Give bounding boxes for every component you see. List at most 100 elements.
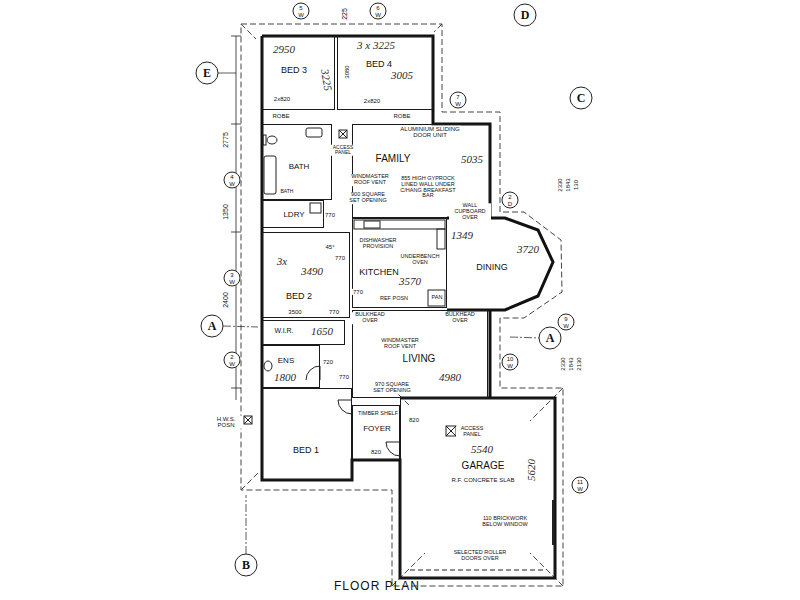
pantry: [428, 290, 445, 306]
dimension-text: ROBE: [271, 113, 290, 119]
note-text: 855 HIGH GYPROCK LINED WALL UNDER C/HANG…: [396, 176, 460, 199]
wall-bubble-text: W: [562, 322, 570, 328]
room-area: BED 1: [262, 388, 352, 480]
wall-bubble-text: W: [576, 485, 584, 491]
note-text: WINDMASTER ROOF VENT: [377, 338, 423, 350]
room-name: BED 2: [285, 292, 313, 301]
note-text: WINDMASTER ROOF VENT: [347, 174, 393, 186]
kitchen-bench: [354, 220, 445, 229]
bay-wall: [447, 218, 553, 310]
roof-outline: [241, 24, 563, 586]
section-line: [223, 326, 539, 338]
wall-bubble: [450, 92, 466, 108]
handwritten-dimension: 3x: [276, 256, 288, 268]
note-text: ACCESS PANEL: [456, 426, 488, 438]
dimension-text: 45°: [324, 244, 335, 250]
dimension-text: 2400: [222, 291, 229, 309]
handwritten-dimension: 1650: [310, 326, 334, 338]
note-text: 110 BRICKWORK BELOW WINDOW: [479, 516, 531, 528]
hip-line: [241, 24, 563, 586]
dimension-text: 3080: [344, 64, 350, 79]
wall-bubble-text: 7: [455, 93, 460, 99]
basin: [306, 128, 322, 137]
dimension-text: 130: [573, 179, 579, 191]
wall-bubble: [224, 172, 240, 188]
grid-bubble-letter: E: [202, 67, 212, 80]
handwritten-dimension: 1800: [273, 372, 297, 384]
dimension-text: 1843: [568, 356, 574, 371]
toilet: [267, 136, 277, 144]
wall-bubble-text: W: [228, 360, 236, 366]
grid-bubble-letter: C: [576, 92, 587, 105]
laundry-tub: [310, 203, 321, 213]
dimension-text: 2x820: [273, 96, 291, 102]
room-name: W.I.R.: [273, 327, 294, 334]
dimension-text: 2130: [576, 356, 582, 371]
plan-caption: FLOOR PLAN: [334, 579, 420, 593]
note-text: BULKHEAD OVER: [352, 312, 388, 324]
wall-bubble-text: 11: [576, 478, 584, 484]
room-area: BATH: [262, 124, 332, 200]
grid-bubbles: [196, 3, 592, 576]
kitchen-bench: [437, 229, 445, 249]
room-name: BED 1: [292, 446, 320, 455]
wall-bubble-text: W: [506, 362, 514, 368]
door-swing: [386, 442, 400, 456]
wall-bubble-text: W: [228, 180, 236, 186]
handwritten-dimension: 3720: [516, 244, 540, 256]
wall-bubble: [293, 3, 309, 19]
wall-bubble-text: W: [228, 278, 236, 284]
dimension-text: 1843: [565, 177, 571, 192]
dimension-text: 770: [328, 309, 340, 315]
dimension-line: [231, 36, 241, 400]
wall-bubble: [224, 270, 240, 286]
note-text: TIMBER SHELF: [357, 411, 399, 417]
dimension-text: 820: [408, 417, 420, 423]
grid-bubble: [539, 327, 561, 349]
handwritten-dimension: 5620: [526, 458, 538, 482]
access-panel-cross: [339, 130, 347, 138]
room-name: FOYER: [362, 425, 392, 433]
dimension-text: 1350: [222, 203, 229, 221]
window: [552, 500, 554, 545]
note-text: BATH: [280, 189, 295, 194]
external-wall: [262, 36, 555, 578]
wall-bubble: [502, 354, 518, 370]
hot-water-cross: [244, 416, 252, 424]
grid-bubble-letter: A: [545, 332, 556, 345]
dimension-text: 2775: [222, 131, 229, 149]
toilet: [264, 361, 272, 371]
wall-bubble: [558, 314, 574, 330]
wall-bubble-text: 9: [563, 315, 568, 321]
dimension-text: 2330: [560, 356, 566, 371]
dimension-text: 2330: [557, 177, 563, 192]
dimension-text: 2x820: [363, 98, 381, 104]
roller-door: [410, 570, 545, 571]
dimension-text: 820: [370, 449, 382, 455]
handwritten-dimension: 3225: [318, 67, 334, 93]
dimension-text: 720: [322, 359, 334, 365]
room-name: GARAGE: [461, 461, 506, 472]
wall-bubble-text: 3: [229, 271, 234, 277]
access-panel: [446, 426, 456, 436]
wall-bubble-text: 4: [229, 173, 234, 179]
wall-bubble-text: W: [454, 100, 462, 106]
note-text: SELECTED ROLLER DOORS OVER: [444, 550, 516, 562]
handwritten-dimension: 3490: [300, 266, 324, 278]
note-text: WALL CUPBOARD OVER: [449, 203, 491, 220]
roof-line: [241, 24, 563, 586]
room-area: LDRY: [262, 200, 324, 228]
handwritten-dimension: 5035: [460, 154, 484, 166]
door-swing: [306, 366, 320, 380]
room-name: BATH: [288, 163, 311, 171]
dimension-text: 770: [352, 289, 364, 295]
note-text: 970 SQUARE SET OPENING: [369, 382, 415, 394]
dimension-text: 3500: [287, 309, 302, 315]
handwritten-dimension: 3570: [398, 276, 422, 288]
access-panel: [339, 130, 347, 138]
wall-bubble: [370, 3, 386, 19]
handwritten-dimension: 5540: [470, 444, 494, 456]
wall-bubble-text: 10: [506, 355, 515, 361]
dimension-text: 770: [334, 255, 346, 261]
